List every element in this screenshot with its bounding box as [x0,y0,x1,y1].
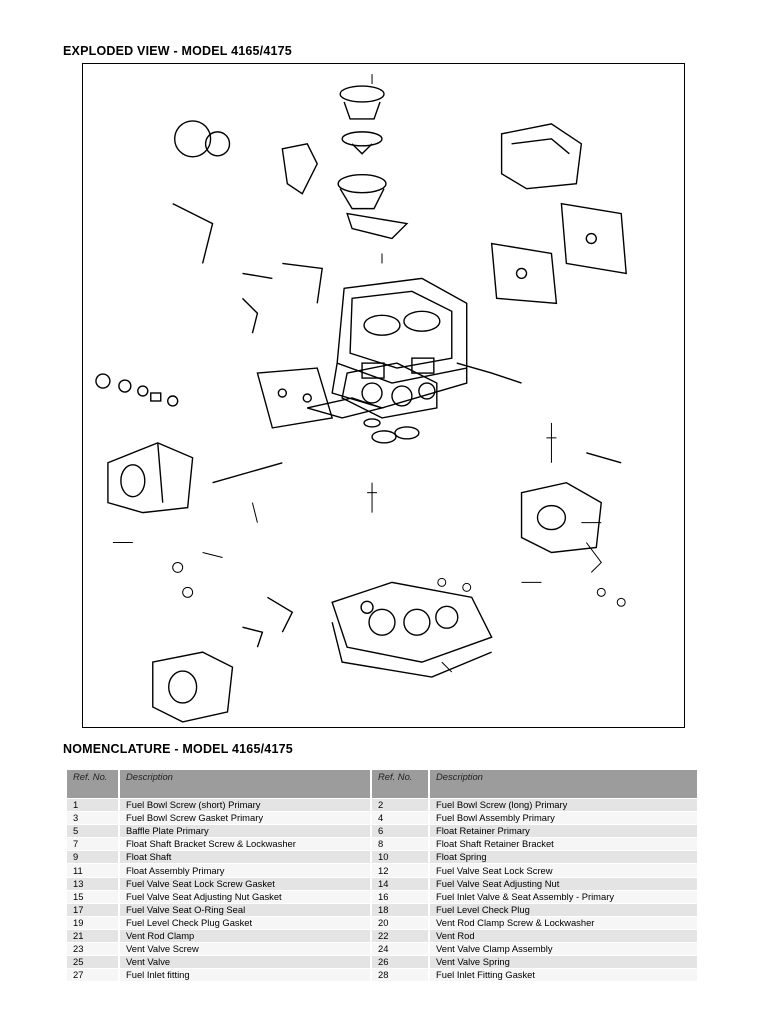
secondary-fuel-bowl-part [520,481,603,554]
exploded-view-title: EXPLODED VIEW - MODEL 4165/4175 [63,44,292,58]
description: Fuel Bowl Assembly Primary [429,811,697,825]
description: Float Assembly Primary [119,863,372,878]
ref-no: 8 [371,837,430,851]
description: Float Shaft [119,850,372,864]
ref-no: 4 [371,811,430,825]
throttle-body-part [331,581,493,678]
description: Fuel Bowl Screw (long) Primary [429,798,697,812]
ref-no: 6 [371,824,430,838]
description: Fuel Bowl Screw (short) Primary [119,798,372,812]
description: Fuel Valve Seat Lock Screw [429,863,697,878]
column-header-ref-no: Ref. No. [67,770,120,799]
ref-no: 10 [371,850,430,864]
column-header-description: Description [429,770,697,799]
column-header-description: Description [119,770,372,799]
description: Vent Rod Clamp [119,929,372,943]
fuel-inlet-fitting-parts [95,373,179,407]
linkage-parts [172,143,622,648]
metering-block-right-part [490,202,627,305]
column-header-ref-no: Ref. No. [371,770,430,799]
description: Float Shaft Retainer Bracket [429,837,697,851]
ref-no: 12 [371,863,430,878]
description: Fuel Bowl Screw Gasket Primary [119,811,372,825]
ref-no: 18 [371,903,430,917]
nomenclature-title: NOMENCLATURE - MODEL 4165/4175 [63,742,293,756]
exploded-view-diagram [82,63,685,728]
description: Float Shaft Bracket Screw & Lockwasher [119,837,372,851]
ref-no: 5 [67,824,120,838]
ref-no: 17 [67,903,120,917]
lower-bowl-part [152,651,234,723]
description: Fuel Valve Seat Adjusting Nut [429,877,697,891]
ref-no: 27 [67,968,120,982]
primary-fuel-bowl-part [107,442,194,514]
carburetor-exploded-drawing [95,74,627,723]
description: Float Spring [429,850,697,864]
ref-no: 11 [67,863,120,878]
main-body-part [331,277,468,409]
nomenclature-table: Ref. No. Description Ref. No. Descriptio… [67,770,697,982]
ref-no: 24 [371,942,430,956]
description: Fuel Valve Seat Adjusting Nut Gasket [119,890,372,904]
base-gasket-part [341,362,438,419]
ref-no: 23 [67,942,120,956]
description: Float Retainer Primary [429,824,697,838]
top-bowl-part [500,123,583,190]
description: Fuel Inlet Fitting Gasket [429,968,697,982]
ref-no: 26 [371,955,430,969]
ref-no: 3 [67,811,120,825]
description: Fuel Inlet fitting [119,968,372,982]
ref-no: 22 [371,929,430,943]
ref-no: 15 [67,890,120,904]
description: Fuel Valve Seat Lock Screw Gasket [119,877,372,891]
ref-no: 19 [67,916,120,930]
description: Vent Valve [119,955,372,969]
ref-no: 21 [67,929,120,943]
accelerator-pump-part [173,120,319,195]
ref-no: 25 [67,955,120,969]
description: Vent Rod Clamp Screw & Lockwasher [429,916,697,930]
description: Fuel Inlet Valve & Seat Assembly - Prima… [429,890,697,904]
description: Fuel Level Check Plug Gasket [119,916,372,930]
diaphragm-housing-part [337,85,409,240]
table-header-row: Ref. No. Description Ref. No. Descriptio… [67,770,697,799]
ref-no: 14 [371,877,430,891]
metering-block-left-part [256,367,334,429]
ref-no: 16 [371,890,430,904]
description: Fuel Level Check Plug [429,903,697,917]
ref-no: 28 [371,968,430,982]
description: Vent Valve Screw [119,942,372,956]
description: Fuel Valve Seat O-Ring Seal [119,903,372,917]
ref-no: 2 [371,798,430,812]
description: Vent Valve Spring [429,955,697,969]
screws-and-springs [112,74,626,673]
description: Vent Valve Clamp Assembly [429,942,697,956]
description: Baffle Plate Primary [119,824,372,838]
ref-no: 20 [371,916,430,930]
ref-no: 13 [67,877,120,891]
gasket-rings [307,397,420,444]
ref-no: 7 [67,837,120,851]
ref-no: 1 [67,798,120,812]
ref-no: 9 [67,850,120,864]
description: Vent Rod [429,929,697,943]
